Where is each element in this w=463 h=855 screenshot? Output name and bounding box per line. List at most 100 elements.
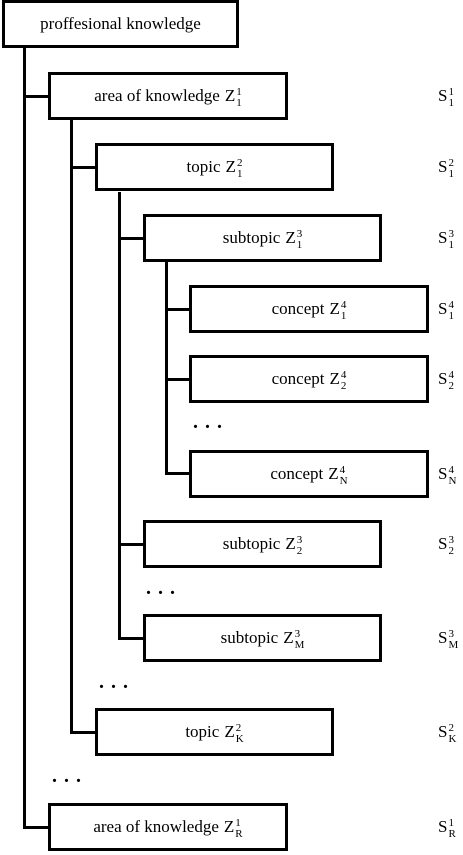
s-sup: 4	[448, 369, 454, 381]
s-sub: 2	[448, 380, 454, 392]
node-symbol: Z	[225, 157, 236, 176]
connector-concept-1	[165, 308, 191, 311]
s-sup: 3	[448, 628, 454, 640]
s-symbol: S	[438, 369, 448, 388]
s-symbol: S	[438, 86, 448, 105]
node-label: concept	[271, 369, 325, 388]
s-sup: 2	[448, 722, 454, 734]
trunk-level-1	[23, 48, 26, 829]
node-label: concept	[270, 464, 324, 483]
node-symbol-sup: 4	[340, 299, 347, 311]
s-sub: 1	[448, 310, 454, 322]
ellipsis-concepts: ...	[193, 411, 229, 433]
ellipsis-topics: ...	[99, 671, 135, 693]
connector-area-1	[23, 95, 49, 98]
s-symbol: S	[438, 299, 448, 318]
trunk-level-4	[165, 262, 168, 475]
node-symbol: Z	[224, 722, 235, 741]
node-symbol-sup: 1	[235, 817, 241, 829]
connector-subtopic-m	[118, 637, 145, 640]
s-symbol: S	[438, 157, 448, 176]
s-sub: 2	[448, 545, 454, 557]
node-symbol-sub: K	[235, 733, 244, 745]
s-sub: 1	[448, 97, 454, 109]
connector-subtopic-1	[118, 237, 145, 240]
connector-subtopic-2	[118, 543, 145, 546]
ellipsis-areas: ...	[52, 765, 88, 787]
node-symbol: Z	[329, 369, 340, 388]
connector-concept-n	[165, 472, 191, 475]
node-symbol: Z	[328, 464, 339, 483]
node-label: concept	[271, 299, 325, 318]
s-sub: M	[448, 639, 459, 651]
s-sub: K	[448, 733, 457, 745]
node-symbol: Z	[223, 817, 235, 836]
node-symbol-sup: 3	[294, 628, 301, 640]
node-symbol: Z	[285, 534, 296, 553]
connector-concept-2	[165, 378, 191, 381]
connector-area-r	[23, 826, 49, 829]
node-symbol-sub: 2	[340, 380, 347, 392]
node-symbol: Z	[224, 86, 236, 105]
s-sup: 3	[448, 534, 454, 546]
s-sub: R	[448, 828, 456, 840]
s-sub: N	[448, 475, 457, 487]
s-symbol: S	[438, 722, 448, 741]
connector-topic-1	[70, 166, 97, 169]
node-symbol-sup: 4	[340, 369, 347, 381]
ellipsis-subtopics: ...	[146, 577, 182, 599]
s-symbol: S	[438, 228, 448, 247]
node-symbol-sup: 2	[235, 722, 242, 734]
node-symbol-sub: R	[235, 828, 243, 840]
node-symbol-sub: 1	[340, 310, 347, 322]
s-sub: 1	[448, 168, 454, 180]
s-symbol: S	[438, 534, 448, 553]
node-symbol: Z	[283, 628, 294, 647]
node-label: topic	[186, 157, 221, 176]
trunk-level-3	[118, 192, 121, 640]
node-symbol-sub: N	[339, 475, 348, 487]
node-symbol-sub: M	[294, 639, 305, 651]
node-symbol-sub: 1	[236, 97, 242, 109]
root-label: proffesional knowledge	[40, 14, 201, 33]
node-symbol: Z	[329, 299, 340, 318]
s-sup: 4	[448, 464, 454, 476]
node-label: subtopic	[222, 534, 281, 553]
s-symbol: S	[438, 464, 448, 483]
trunk-level-2	[70, 120, 73, 734]
node-symbol-sup: 3	[296, 534, 303, 546]
node-symbol-sup: 3	[296, 228, 303, 240]
node-symbol-sub: 1	[236, 168, 243, 180]
s-symbol: S	[438, 628, 448, 647]
connector-topic-k	[70, 731, 97, 734]
s-symbol: S	[438, 817, 448, 836]
node-label: subtopic	[220, 628, 279, 647]
node-symbol-sub: 2	[296, 545, 303, 557]
root-node: proffesional knowledge	[2, 0, 239, 48]
s-sup: 2	[448, 157, 454, 169]
node-symbol-sup: 2	[236, 157, 243, 169]
s-sup: 1	[448, 817, 454, 829]
node-label: topic	[185, 722, 220, 741]
node-symbol-sup: 4	[339, 464, 346, 476]
node-symbol: Z	[285, 228, 296, 247]
node-label: area of knowledge	[93, 817, 219, 836]
